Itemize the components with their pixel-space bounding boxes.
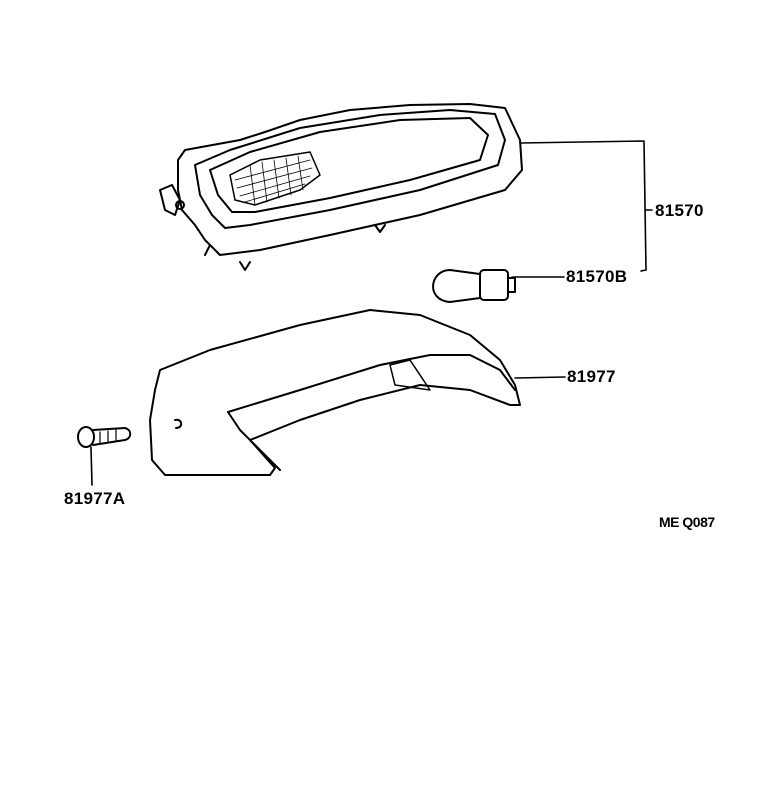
cover-drawing (149, 309, 521, 476)
clip-drawing (77, 426, 132, 448)
part-number-81977a: 81977A (64, 489, 126, 508)
diagram-code: ME Q087 (659, 514, 715, 530)
part-number-81977: 81977 (567, 367, 616, 386)
lamp-assembly-drawing (159, 103, 523, 271)
part-number-81570: 81570 (655, 201, 704, 220)
leader-lines (90, 140, 653, 486)
bulb-drawing (432, 269, 516, 303)
part-number-81570b: 81570B (566, 267, 628, 286)
